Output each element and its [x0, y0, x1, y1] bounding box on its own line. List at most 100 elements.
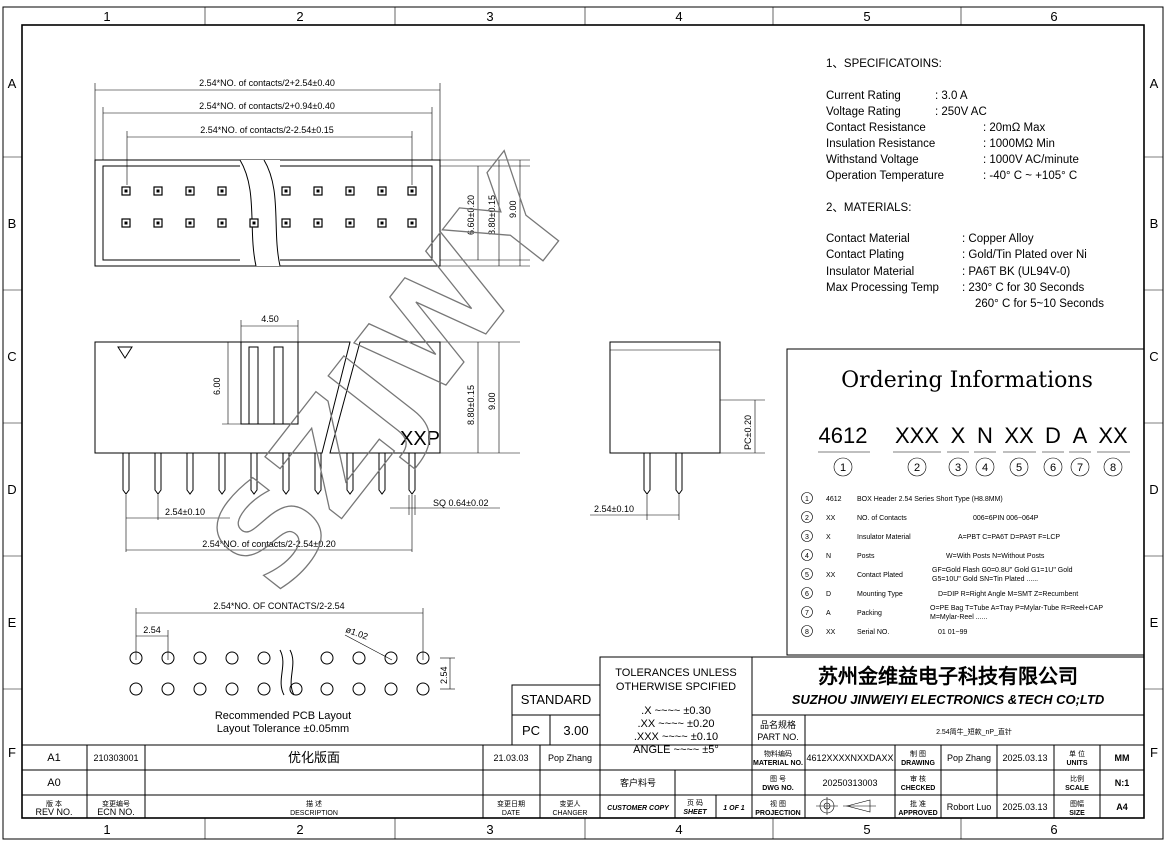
order-num: 3: [955, 462, 961, 474]
dim-text: 2.54: [143, 625, 161, 635]
spec-value: : 1000V AC/minute: [983, 154, 1079, 166]
order-code: 4612: [819, 423, 868, 448]
title-block: STANDARD PC 3.00 TOLERANCES UNLESS OTHER…: [511, 656, 1145, 756]
row-label: C: [7, 349, 16, 364]
spec-value: : 230° C for 30 Seconds: [962, 282, 1084, 294]
col-label: 2: [296, 822, 303, 837]
col-label: 2: [296, 9, 303, 24]
dim-text: 2.54*NO. of contacts/2-2.54±0.15: [200, 125, 334, 135]
front-view: 4.50 XXP 6.00: [94, 314, 520, 552]
order-code: XX: [1098, 423, 1128, 448]
approved-name: Robort Luo: [947, 802, 992, 812]
dim-text: 2.54*NO. OF CONTACTS/2-2.54: [213, 601, 344, 611]
pcb-layout-title: Recommended PCB Layout: [215, 710, 351, 722]
dim-text: PC±0.20: [743, 415, 753, 450]
ecn-no: 210303001: [93, 753, 138, 763]
desc-header-en: DESCRIPTION: [290, 810, 338, 817]
date-header-en: DATE: [502, 810, 520, 817]
spec-value: : 3.0 A: [935, 90, 968, 102]
grid-ticks: [3, 7, 1163, 839]
spec-heading: 1、SPECIFICATOINS:: [826, 58, 942, 70]
order-row-num: 1: [805, 496, 809, 503]
part-no-label-en: PART NO.: [757, 732, 799, 742]
sheet-label-cn: 页 码: [687, 799, 703, 807]
order-row-desc: Packing: [857, 610, 882, 617]
order-row-code: N: [826, 553, 831, 560]
order-num: 4: [982, 462, 988, 474]
pcb-layout: 2.54*NO. OF CONTACTS/2-2.54 2.54 ø1.02 2…: [129, 601, 455, 735]
order-row-opts: W=With Posts N=Without Posts: [946, 553, 1045, 560]
dim-text: 4.50: [261, 314, 279, 324]
col-label: 3: [486, 822, 493, 837]
projection-label-cn: 视 图: [770, 799, 786, 808]
order-row-opts: 006=6PIN 006~064P: [973, 515, 1039, 522]
outer-frame: [2, 6, 1164, 840]
dim-text: 9.00: [487, 392, 497, 410]
spec-key: Insulation Resistance: [826, 138, 935, 150]
ordering-title: Ordering Informations: [841, 368, 1093, 393]
row-label: D: [1149, 482, 1158, 497]
desc-header-cn: 描 述: [306, 799, 322, 808]
dim-text: 9.00: [508, 200, 518, 218]
dwg-label-en: DWG NO.: [762, 785, 794, 792]
ordering-info: Ordering Informations 4612 XXX X N XX D …: [786, 348, 1145, 656]
col-label: 6: [1050, 9, 1057, 24]
bottom-grid: A1 210303001 优化版面 21.03.03 Pop Zhang A0 …: [21, 744, 1145, 819]
row-label: B: [1150, 216, 1159, 231]
spec-value: : PA6T BK (UL94V-0): [962, 266, 1070, 278]
customer-no-label: 客户料号: [620, 777, 656, 788]
order-row-num: 2: [805, 515, 809, 522]
drawing-name: Pop Zhang: [947, 753, 991, 763]
dim-text: 2.54*NO. of contacts/2+0.94±0.40: [199, 101, 335, 111]
company-name-cn: 苏州金维益电子科技有限公司: [818, 664, 1078, 688]
changer-header-cn: 变更人: [560, 799, 581, 808]
order-row-desc: NO. of Contacts: [857, 515, 907, 522]
col-label: 4: [675, 822, 682, 837]
col-label: 1: [103, 9, 110, 24]
dwg-label-cn: 图 号: [770, 775, 786, 783]
order-code: N: [977, 423, 993, 448]
checked-label-cn: 审 核: [910, 774, 926, 783]
order-row-num: 6: [805, 591, 809, 598]
scale-label-en: SCALE: [1065, 785, 1089, 792]
pin-count-label: XXP: [400, 428, 440, 450]
tolerance-line: OTHERWISE SPCIFIED: [616, 681, 736, 693]
spec-key: Contact Resistance: [826, 122, 926, 134]
order-num: 6: [1050, 462, 1056, 474]
col-label: 6: [1050, 822, 1057, 837]
rev-header-cn: 版 本: [46, 799, 62, 808]
row-label: A: [1150, 76, 1159, 91]
order-row-opts: GF=Gold Flash G0=0.8U" Gold G1=1U" Gold: [932, 567, 1073, 574]
tolerance-line: .XX ~~~~ ±0.20: [638, 718, 715, 730]
rev-changer: Pop Zhang: [548, 753, 592, 763]
dwg-no: 20250313003: [822, 778, 877, 788]
spec-value: : 1000MΩ Min: [983, 138, 1055, 150]
grid-labels: 1 2 3 4 5 6 1 2 3 4 5 6 A B C D E F A B …: [7, 9, 1158, 837]
customer-copy: CUSTOMER COPY: [607, 805, 670, 812]
order-num: 7: [1077, 462, 1083, 474]
spec-key: Current Rating: [826, 90, 901, 102]
scale-value: N:1: [1115, 778, 1130, 788]
order-row-code: XX: [826, 515, 836, 522]
order-num: 5: [1016, 462, 1022, 474]
dim-text: 6.00: [212, 377, 222, 395]
row-label: E: [8, 615, 17, 630]
spec-key: Withstand Voltage: [826, 154, 919, 166]
scale-label-cn: 比例: [1070, 774, 1084, 783]
order-row-opts: M=Mylar-Reel ......: [930, 614, 987, 621]
standard-pc: PC: [522, 723, 540, 738]
spec-value: : -40° C ~ +105° C: [983, 170, 1077, 182]
spec-key: Insulator Material: [826, 266, 914, 278]
size-value: A4: [1116, 802, 1128, 812]
order-row-opts: D=DIP R=Right Angle M=SMT Z=Recumbent: [938, 591, 1078, 598]
order-row-num: 4: [805, 553, 809, 560]
top-view: 2.54*NO. of contacts/2+2.54±0.40 2.54*NO…: [94, 78, 530, 267]
row-label: E: [1150, 615, 1159, 630]
part-description: 2.54简牛_短款_nP_直针: [936, 727, 1012, 736]
units-label-cn: 单 位: [1069, 749, 1085, 758]
company-name-en: SUZHOU JINWEIYI ELECTRONICS &TECH CO;LTD: [792, 692, 1105, 707]
order-row-opts: G5=10U" Gold SN=Tin Plated ......: [932, 576, 1038, 583]
spec-value: : Gold/Tin Plated over Ni: [962, 249, 1087, 261]
spec-key: Contact Plating: [826, 249, 904, 261]
dim-text: 8.80±0.15: [466, 385, 476, 425]
